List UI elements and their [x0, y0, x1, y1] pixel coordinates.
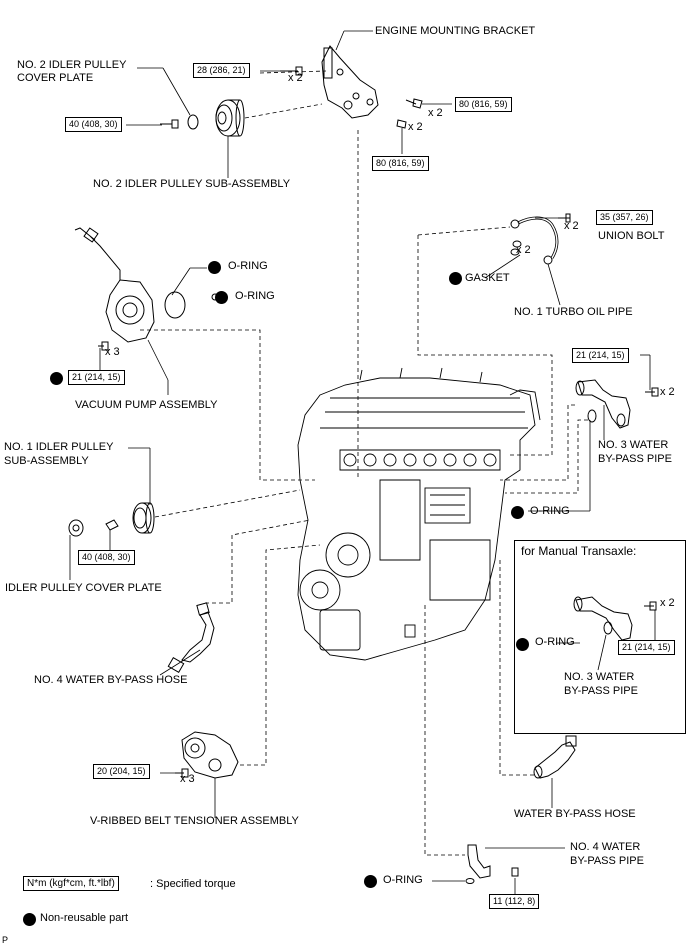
label-no3-pipe-2: BY-PASS PIPE	[598, 453, 672, 465]
non-reusable-o-ring-mt-icon	[516, 638, 529, 651]
count-no3-pipe-mt: x 2	[660, 597, 675, 609]
torque-no4-pipe: 11 (112, 8)	[489, 894, 540, 909]
count-bracket-nut-upper: x 2	[428, 107, 443, 119]
non-reusable-vacuum-pump-icon	[50, 372, 63, 385]
label-union-bolt: UNION BOLT	[598, 230, 665, 242]
label-no1-idler-pulley-2: SUB-ASSEMBLY	[4, 455, 89, 467]
legend-non-reusable: Non-reusable part	[40, 912, 129, 924]
label-no1-turbo-oil-pipe: NO. 1 TURBO OIL PIPE	[514, 306, 633, 318]
dashed-guide-lines	[140, 70, 588, 856]
no4-water-bypass-hose-part	[167, 602, 215, 674]
label-no2-idler-pulley-sub-assembly: NO. 2 IDLER PULLEY SUB-ASSEMBLY	[93, 178, 291, 190]
non-reusable-o-ring-icon-1	[208, 261, 221, 274]
torque-no3-pipe: 21 (214, 15)	[572, 348, 629, 363]
label-vacuum-pump-assembly: VACUUM PUMP ASSEMBLY	[75, 399, 218, 411]
count-bracket-bolt: x 2	[288, 72, 303, 84]
non-reusable-o-ring-bottom-icon	[364, 875, 377, 888]
label-engine-mounting-bracket: ENGINE MOUNTING BRACKET	[375, 25, 536, 37]
water-bypass-hose-part	[533, 735, 577, 779]
label-no2-idler-cover-plate-1: NO. 2 IDLER PULLEY	[17, 59, 127, 71]
torque-bracket-bolt: 28 (286, 21)	[193, 63, 250, 78]
label-o-ring-mt: O-RING	[535, 636, 575, 648]
vacuum-pump-part	[74, 227, 219, 351]
count-tensioner: x 3	[180, 773, 195, 785]
label-no4-water-bypass-hose: NO. 4 WATER BY-PASS HOSE	[34, 674, 188, 686]
count-no3-pipe: x 2	[660, 386, 675, 398]
count-gasket: x 2	[516, 244, 531, 256]
torque-bracket-nut-upper: 80 (816, 59)	[455, 97, 512, 112]
label-o-ring-pipe: O-RING	[530, 505, 570, 517]
label-o-ring-vacuum-2: O-RING	[235, 290, 275, 302]
no3-water-bypass-pipe-part	[575, 379, 659, 429]
label-o-ring-bottom: O-RING	[383, 874, 423, 886]
label-no2-idler-cover-plate-2: COVER PLATE	[17, 72, 94, 84]
count-union-bolt: x 2	[564, 220, 579, 232]
label-v-ribbed-belt-tensioner: V-RIBBED BELT TENSIONER ASSEMBLY	[90, 815, 299, 827]
manual-no3-pipe-part	[573, 596, 657, 641]
no2-idler-pulley-part	[215, 99, 245, 137]
non-reusable-o-ring-icon-2	[215, 291, 228, 304]
bracket-bolts	[280, 66, 423, 129]
label-no3-pipe-1: NO. 3 WATER	[598, 439, 669, 451]
torque-tensioner: 20 (204, 15)	[93, 764, 150, 779]
legend-non-reusable-icon	[23, 913, 36, 926]
no4-water-bypass-pipe-part	[465, 844, 519, 884]
no2-idler-cover-plate-part	[160, 114, 199, 130]
label-manual-transaxle: for Manual Transaxle:	[521, 544, 637, 558]
torque-union-bolt: 35 (357, 26)	[596, 210, 653, 225]
non-reusable-o-ring-pipe-icon	[511, 506, 524, 519]
count-vacuum-pump: x 3	[105, 346, 120, 358]
manual-transaxle-box	[514, 540, 686, 734]
torque-no1-idler: 40 (408, 30)	[78, 550, 135, 565]
torque-no2-idler: 40 (408, 30)	[65, 117, 122, 132]
non-reusable-gasket-icon	[449, 272, 462, 285]
label-gasket: GASKET	[465, 272, 510, 284]
label-o-ring-vacuum-1: O-RING	[228, 260, 268, 272]
turbo-oil-pipe-part	[510, 213, 571, 265]
no1-idler-pulley-part	[68, 502, 155, 537]
legend-torque-units: N*m (kgf*cm, ft.*lbf)	[23, 876, 119, 891]
tensioner-part	[175, 731, 239, 779]
figure-code: P	[2, 935, 9, 945]
engine-mounting-bracket-part	[321, 45, 379, 119]
label-no3-pipe-mt-2: BY-PASS PIPE	[564, 685, 638, 697]
leader-lines	[69, 30, 656, 894]
label-no1-idler-pulley-1: NO. 1 IDLER PULLEY	[4, 441, 114, 453]
torque-bracket-nut-lower: 80 (816, 59)	[372, 156, 429, 171]
legend-specified-torque: : Specified torque	[150, 878, 236, 890]
label-no3-pipe-mt-1: NO. 3 WATER	[564, 671, 635, 683]
label-no4-pipe-1: NO. 4 WATER	[570, 841, 641, 853]
label-water-bypass-hose: WATER BY-PASS HOSE	[514, 808, 636, 820]
engine-block-part	[297, 367, 541, 661]
torque-vacuum-pump: 21 (214, 15)	[68, 370, 125, 385]
label-no4-pipe-2: BY-PASS PIPE	[570, 855, 644, 867]
count-bracket-nut-lower: x 2	[408, 121, 423, 133]
label-idler-pulley-cover-plate: IDLER PULLEY COVER PLATE	[5, 582, 162, 594]
torque-no3-pipe-mt: 21 (214, 15)	[618, 640, 675, 655]
